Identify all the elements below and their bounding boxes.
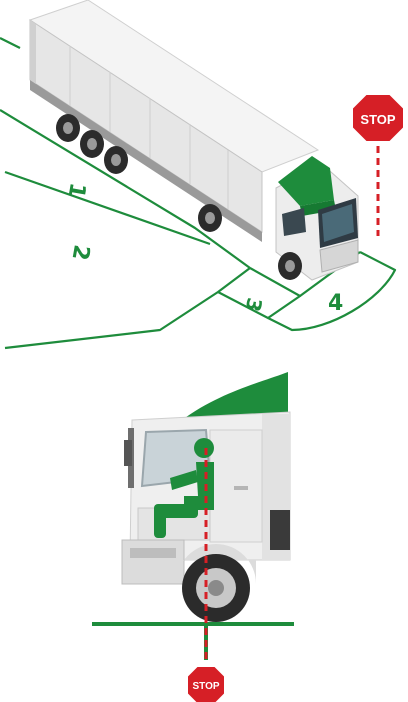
stop-sign-label: STOP (360, 112, 395, 127)
octagon-stop-sign-icon (351, 93, 405, 143)
octagon-stop-sign-icon (186, 665, 226, 702)
zone-label-3: 3 (241, 296, 267, 314)
stop-sign-label-bottom: STOP (192, 681, 219, 692)
zone-label-4: 4 (328, 291, 343, 316)
trailer (28, 0, 320, 242)
zone-label-1: 1 (63, 181, 90, 200)
zone-label-2: 2 (67, 243, 94, 262)
trailer-wheels (56, 114, 222, 232)
stop-sign-bottom: STOP (186, 665, 226, 702)
ground-cross-lines (92, 622, 294, 660)
stop-sign-top: STOP (351, 93, 405, 236)
truck-cab (275, 156, 359, 281)
ground-zone-lines (0, 37, 397, 350)
front-wheel (176, 544, 256, 622)
